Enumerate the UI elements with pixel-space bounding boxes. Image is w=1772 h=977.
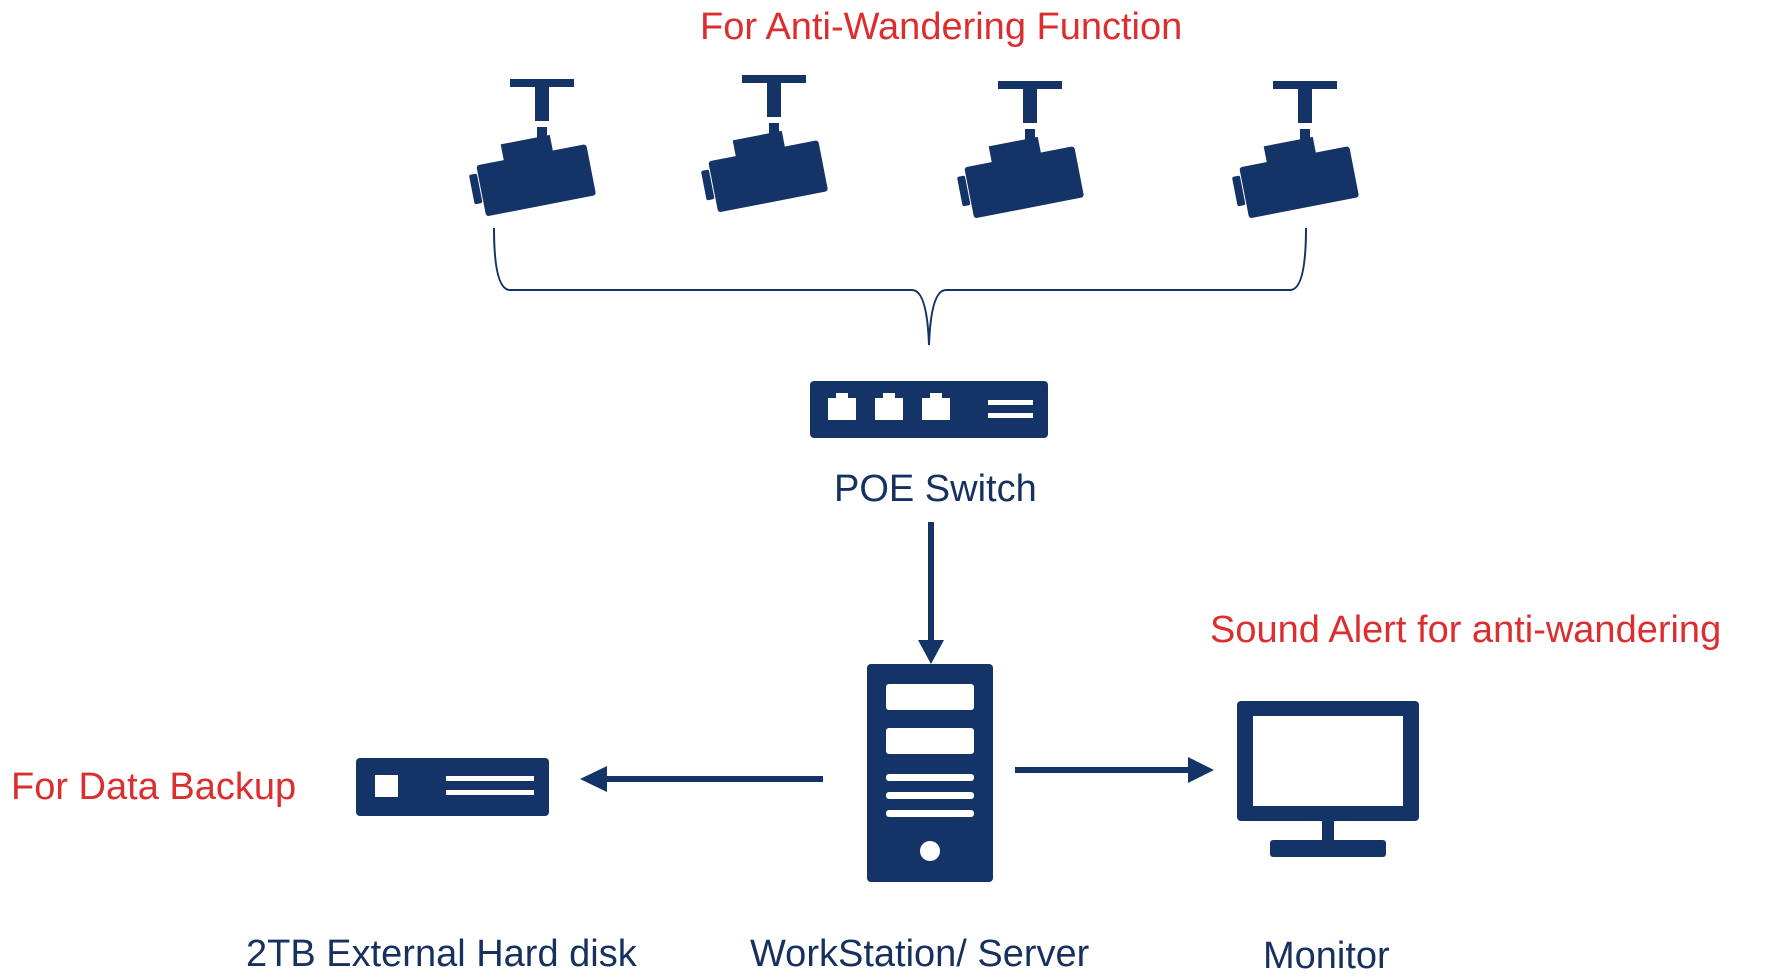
alert-note: Sound Alert for anti-wandering (1210, 609, 1722, 651)
switch-label: POE Switch (834, 468, 1037, 510)
camera-icon-1 (464, 79, 597, 219)
camera-bracket (493, 227, 1307, 346)
arrow-server-to-monitor (1015, 757, 1214, 783)
camera-icon-3 (952, 81, 1085, 221)
camera-icon-2 (696, 75, 829, 215)
external-hard-disk-icon (356, 758, 549, 816)
arrow-server-to-disk (580, 766, 823, 792)
server-label: WorkStation/ Server (750, 933, 1090, 975)
hard-disk-label: 2TB External Hard disk (246, 933, 637, 975)
arrow-switch-to-server (918, 522, 944, 664)
network-switch-icon (810, 381, 1048, 438)
monitor-label: Monitor (1263, 935, 1390, 977)
monitor-icon (1237, 701, 1419, 857)
backup-note: For Data Backup (11, 766, 297, 808)
cameras-note: For Anti-Wandering Function (700, 6, 1183, 48)
server-tower-icon (867, 664, 993, 882)
camera-icon-4 (1227, 81, 1360, 221)
